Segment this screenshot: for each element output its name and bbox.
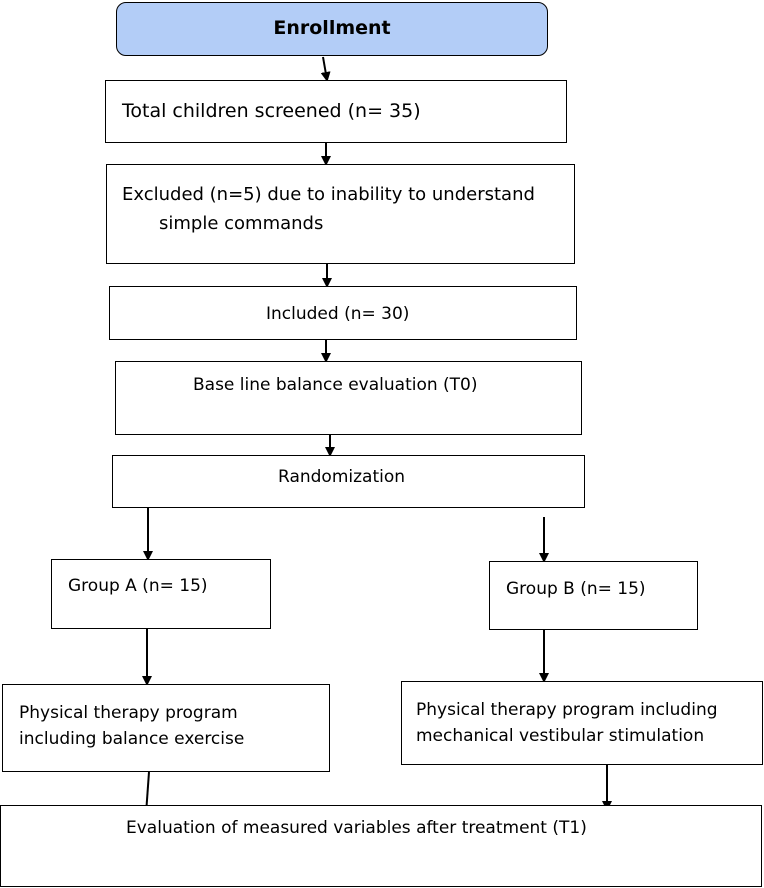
excluded-label-line2: simple commands	[159, 213, 324, 234]
group-b-label: Group B (n= 15)	[506, 579, 646, 599]
excluded-box: Excluded (n=5) due to inability to under…	[106, 164, 575, 264]
group-a-box: Group A (n= 15)	[51, 559, 271, 629]
excluded-label-line1: Excluded (n=5) due to inability to under…	[122, 184, 535, 205]
program-a-label-line2: including balance exercise	[19, 729, 245, 749]
evaluation-label: Evaluation of measured variables after t…	[126, 818, 587, 838]
program-b-box: Physical therapy program including mecha…	[401, 681, 763, 765]
baseline-box: Base line balance evaluation (T0)	[115, 361, 582, 435]
baseline-label: Base line balance evaluation (T0)	[193, 375, 478, 395]
screened-box: Total children screened (n= 35)	[105, 80, 567, 143]
randomization-box: Randomization	[112, 455, 585, 508]
program-b-label-line1: Physical therapy program including	[416, 700, 718, 720]
program-a-label-line1: Physical therapy program	[19, 703, 238, 723]
included-label: Included (n= 30)	[266, 304, 410, 324]
program-b-label-line2: mechanical vestibular stimulation	[416, 726, 705, 746]
arrow-enroll-screened	[320, 56, 331, 82]
included-box: Included (n= 30)	[109, 286, 577, 340]
screened-label: Total children screened (n= 35)	[122, 100, 421, 122]
group-b-box: Group B (n= 15)	[489, 561, 698, 630]
group-a-label: Group A (n= 15)	[68, 576, 208, 596]
evaluation-box: Evaluation of measured variables after t…	[0, 805, 762, 887]
enrollment-box: Enrollment	[116, 2, 548, 56]
program-a-box: Physical therapy program including balan…	[2, 684, 330, 772]
randomization-label: Randomization	[278, 467, 406, 487]
enrollment-label: Enrollment	[273, 17, 391, 39]
